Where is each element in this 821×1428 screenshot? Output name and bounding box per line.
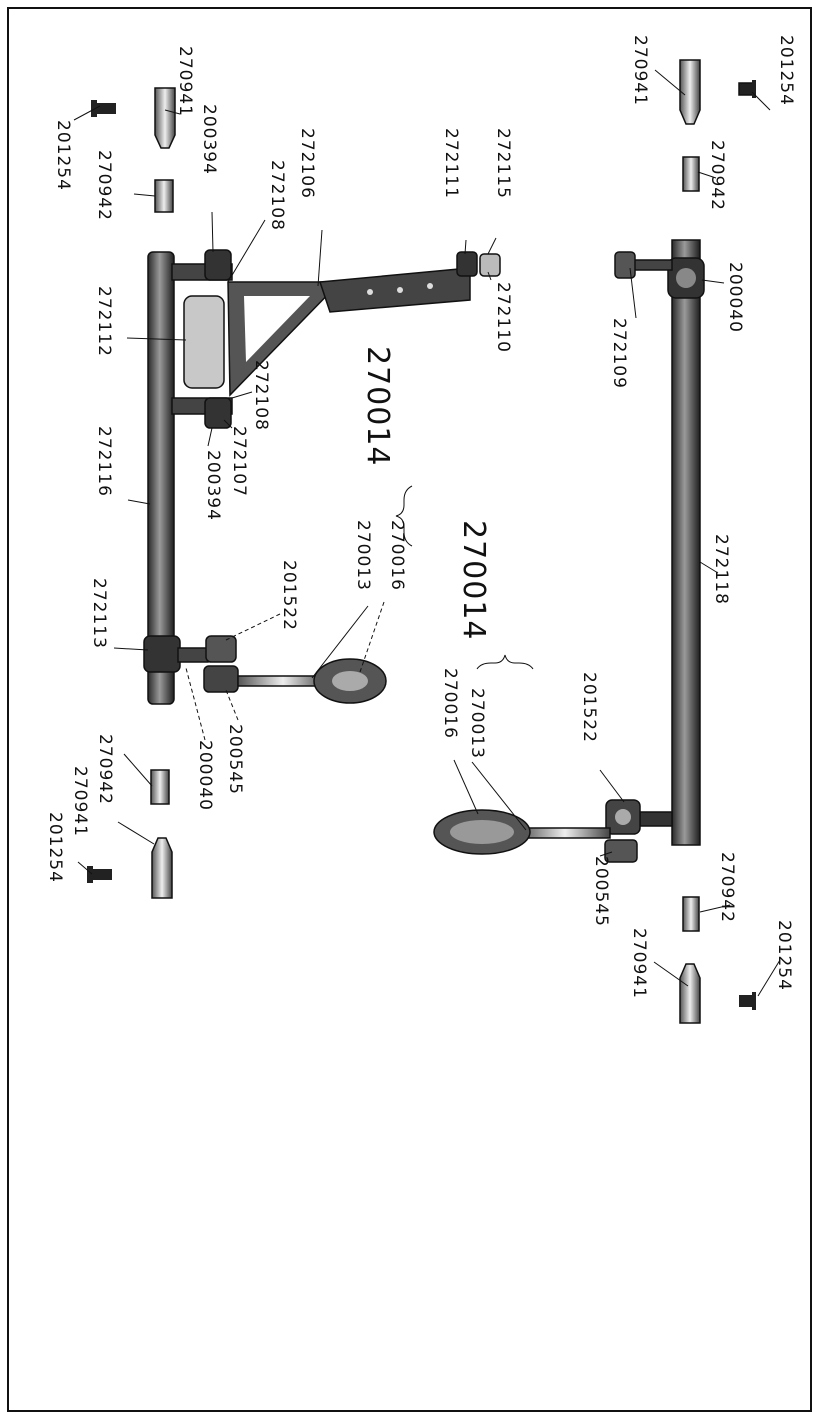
label-270016-left: 270016 [387, 520, 407, 591]
label-200394-top: 200394 [199, 104, 219, 175]
sleeve-270942-top-left [154, 179, 174, 213]
label-270941-top-left: 270941 [175, 46, 195, 117]
block-200545-left [203, 665, 239, 693]
label-272109: 272109 [609, 318, 629, 389]
page-border [7, 7, 812, 1412]
label-201254-bottom-right: 201254 [774, 920, 794, 991]
label-200545-left: 200545 [225, 724, 245, 795]
right-assembly [433, 59, 756, 1024]
pin-270941-top-left [154, 87, 176, 149]
connector-201522-right [604, 799, 673, 863]
label-272115: 272115 [493, 128, 513, 199]
label-270014-left: 270014 [360, 346, 395, 467]
boss-200394-top [204, 249, 232, 281]
leader-lines [73, 69, 781, 997]
label-270013-right: 270013 [467, 688, 487, 759]
pin-270941-bottom-left [151, 837, 173, 899]
label-200040-left: 200040 [195, 740, 215, 811]
label-200040-top: 200040 [725, 262, 745, 333]
label-272112: 272112 [94, 286, 114, 357]
screw-201254-top [738, 80, 756, 98]
label-270941-bottom-left: 270941 [70, 766, 90, 837]
rod-270013-right [519, 827, 611, 839]
label-270942-bottom-left: 270942 [95, 734, 115, 805]
connector-201522-left [205, 635, 237, 663]
label-272111: 272111 [441, 128, 461, 199]
brace-270014-left [395, 485, 413, 547]
label-200394-bottom: 200394 [203, 450, 223, 521]
pin-270941-top [679, 59, 701, 125]
sleeve-270942-top [682, 156, 700, 192]
brace-270014-right [476, 654, 534, 670]
label-201254-top-left: 201254 [53, 120, 73, 191]
label-272118: 272118 [711, 534, 731, 605]
pin-270941-bottom-right [679, 963, 701, 1024]
label-270942-bottom-right: 270942 [717, 852, 737, 923]
label-270016-right: 270016 [440, 668, 460, 739]
label-201254-top: 201254 [776, 35, 796, 106]
left-assembly [87, 87, 501, 899]
label-200545-right: 200545 [591, 856, 611, 927]
label-270941-bottom-right: 270941 [629, 928, 649, 999]
frame-272112 [171, 263, 233, 415]
label-272108-top: 272108 [267, 160, 287, 231]
clamp-272113 [143, 635, 209, 673]
label-201522-left: 201522 [279, 560, 299, 631]
label-201254-bottom-left: 201254 [45, 812, 65, 883]
part-272115 [479, 253, 501, 277]
label-270941-top: 270941 [630, 35, 650, 106]
part-labels: 201254 270941 270942 200040 272109 27211… [45, 35, 796, 999]
label-272116: 272116 [94, 426, 114, 497]
screw-201254-bottom-left [87, 866, 112, 883]
label-272110: 272110 [493, 282, 513, 353]
label-270013-left: 270013 [353, 520, 373, 591]
bar-272116 [147, 251, 175, 705]
screw-201254-top-left [91, 100, 116, 117]
label-272106: 272106 [297, 128, 317, 199]
label-270942-top: 270942 [707, 140, 727, 211]
label-272107: 272107 [229, 426, 249, 497]
label-272113: 272113 [89, 578, 109, 649]
sleeve-270942-bottom-left [150, 769, 170, 805]
screw-201254-bottom-right [739, 992, 756, 1010]
label-270942-top-left: 270942 [94, 150, 114, 221]
bar-272118 [671, 239, 701, 846]
sleeve-270942-bottom-right [682, 896, 700, 932]
clamp-200040 [614, 251, 705, 299]
part-272111 [456, 251, 478, 277]
label-270014-right: 270014 [456, 520, 491, 641]
label-272108-bottom: 272108 [251, 360, 271, 431]
label-201522-right: 201522 [579, 672, 599, 743]
